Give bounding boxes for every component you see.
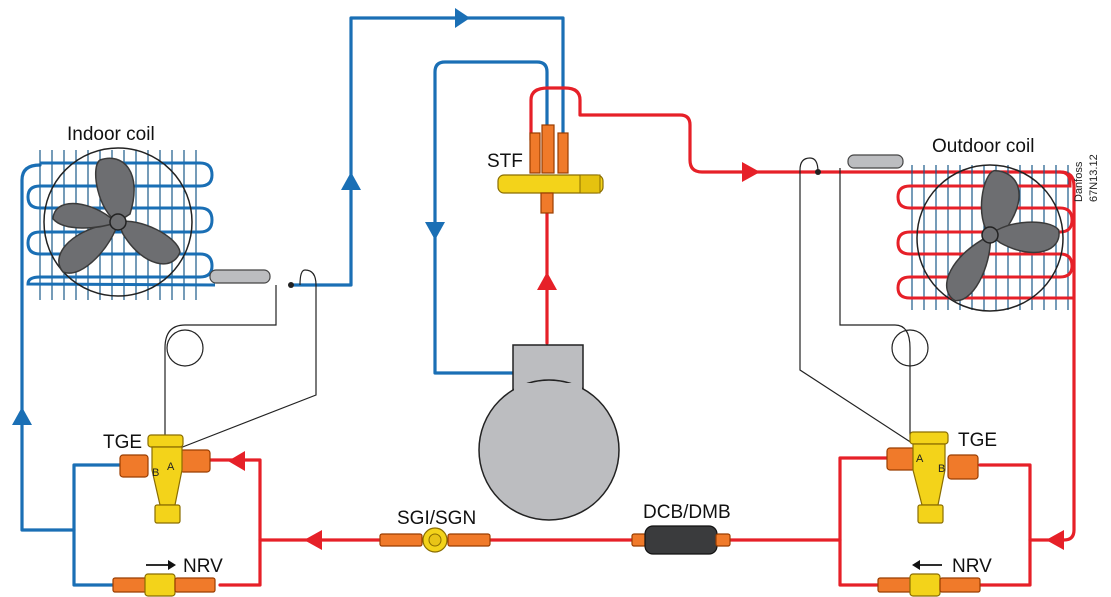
flow-arrow-4 [12,407,32,425]
tge-valve-right: A B TGE [886,430,997,524]
brand-text: Danfoss [1073,161,1085,202]
suction-pipe [433,60,549,375]
flow-arrow-3 [425,222,445,240]
sight-glass: SGI/SGN [379,508,491,553]
right-valve-loop-left [838,456,892,587]
nrv-right: NRV [877,556,992,597]
stf-label: STF [487,151,523,172]
filter-drier-label: DCB/DMB [643,502,731,523]
stf-valve: STF [487,124,604,214]
nrv-left-label: NRV [183,556,223,577]
left-valve-loop-blue [72,463,122,587]
indoor-coil: Indoor coil [26,124,216,300]
tge-valve-left: A B TGE [103,432,211,524]
indoor-supply-pipe [288,16,565,287]
tge-left-port-b: B [152,467,159,479]
flow-arrow-6 [742,162,760,182]
flow-arrow-9 [228,451,245,471]
flow-arrow-8 [304,530,322,550]
tge-right-port-a: A [916,453,924,465]
indoor-bulb [209,269,271,284]
code-text: 67N13.12 [1088,154,1100,202]
indoor-fan-icon [52,157,181,274]
flow-arrow-2 [341,172,361,190]
indoor-coil-label: Indoor coil [67,124,155,145]
outdoor-coil: Outdoor coil [896,136,1074,312]
nrv-right-label: NRV [952,556,992,577]
outdoor-coil-label: Outdoor coil [932,136,1034,157]
flow-arrow-5 [537,272,557,290]
tge-left-port-a: A [167,461,175,473]
flow-arrow-1 [455,8,470,28]
tge-left-label: TGE [103,432,142,453]
outdoor-fan-icon [946,169,1060,302]
tge-right-port-b: B [938,463,945,475]
filter-drier: DCB/DMB [631,502,731,555]
stf-loop-pipe [529,86,1062,174]
sight-glass-label: SGI/SGN [397,508,476,529]
indoor-return-pipe [20,163,76,532]
nrv-left: NRV [112,556,223,597]
compressor [478,344,620,521]
right-valve-loop [978,463,1032,587]
tge-right-label: TGE [958,430,997,451]
flow-arrow-7 [1046,530,1064,550]
outdoor-bulb [847,154,904,169]
